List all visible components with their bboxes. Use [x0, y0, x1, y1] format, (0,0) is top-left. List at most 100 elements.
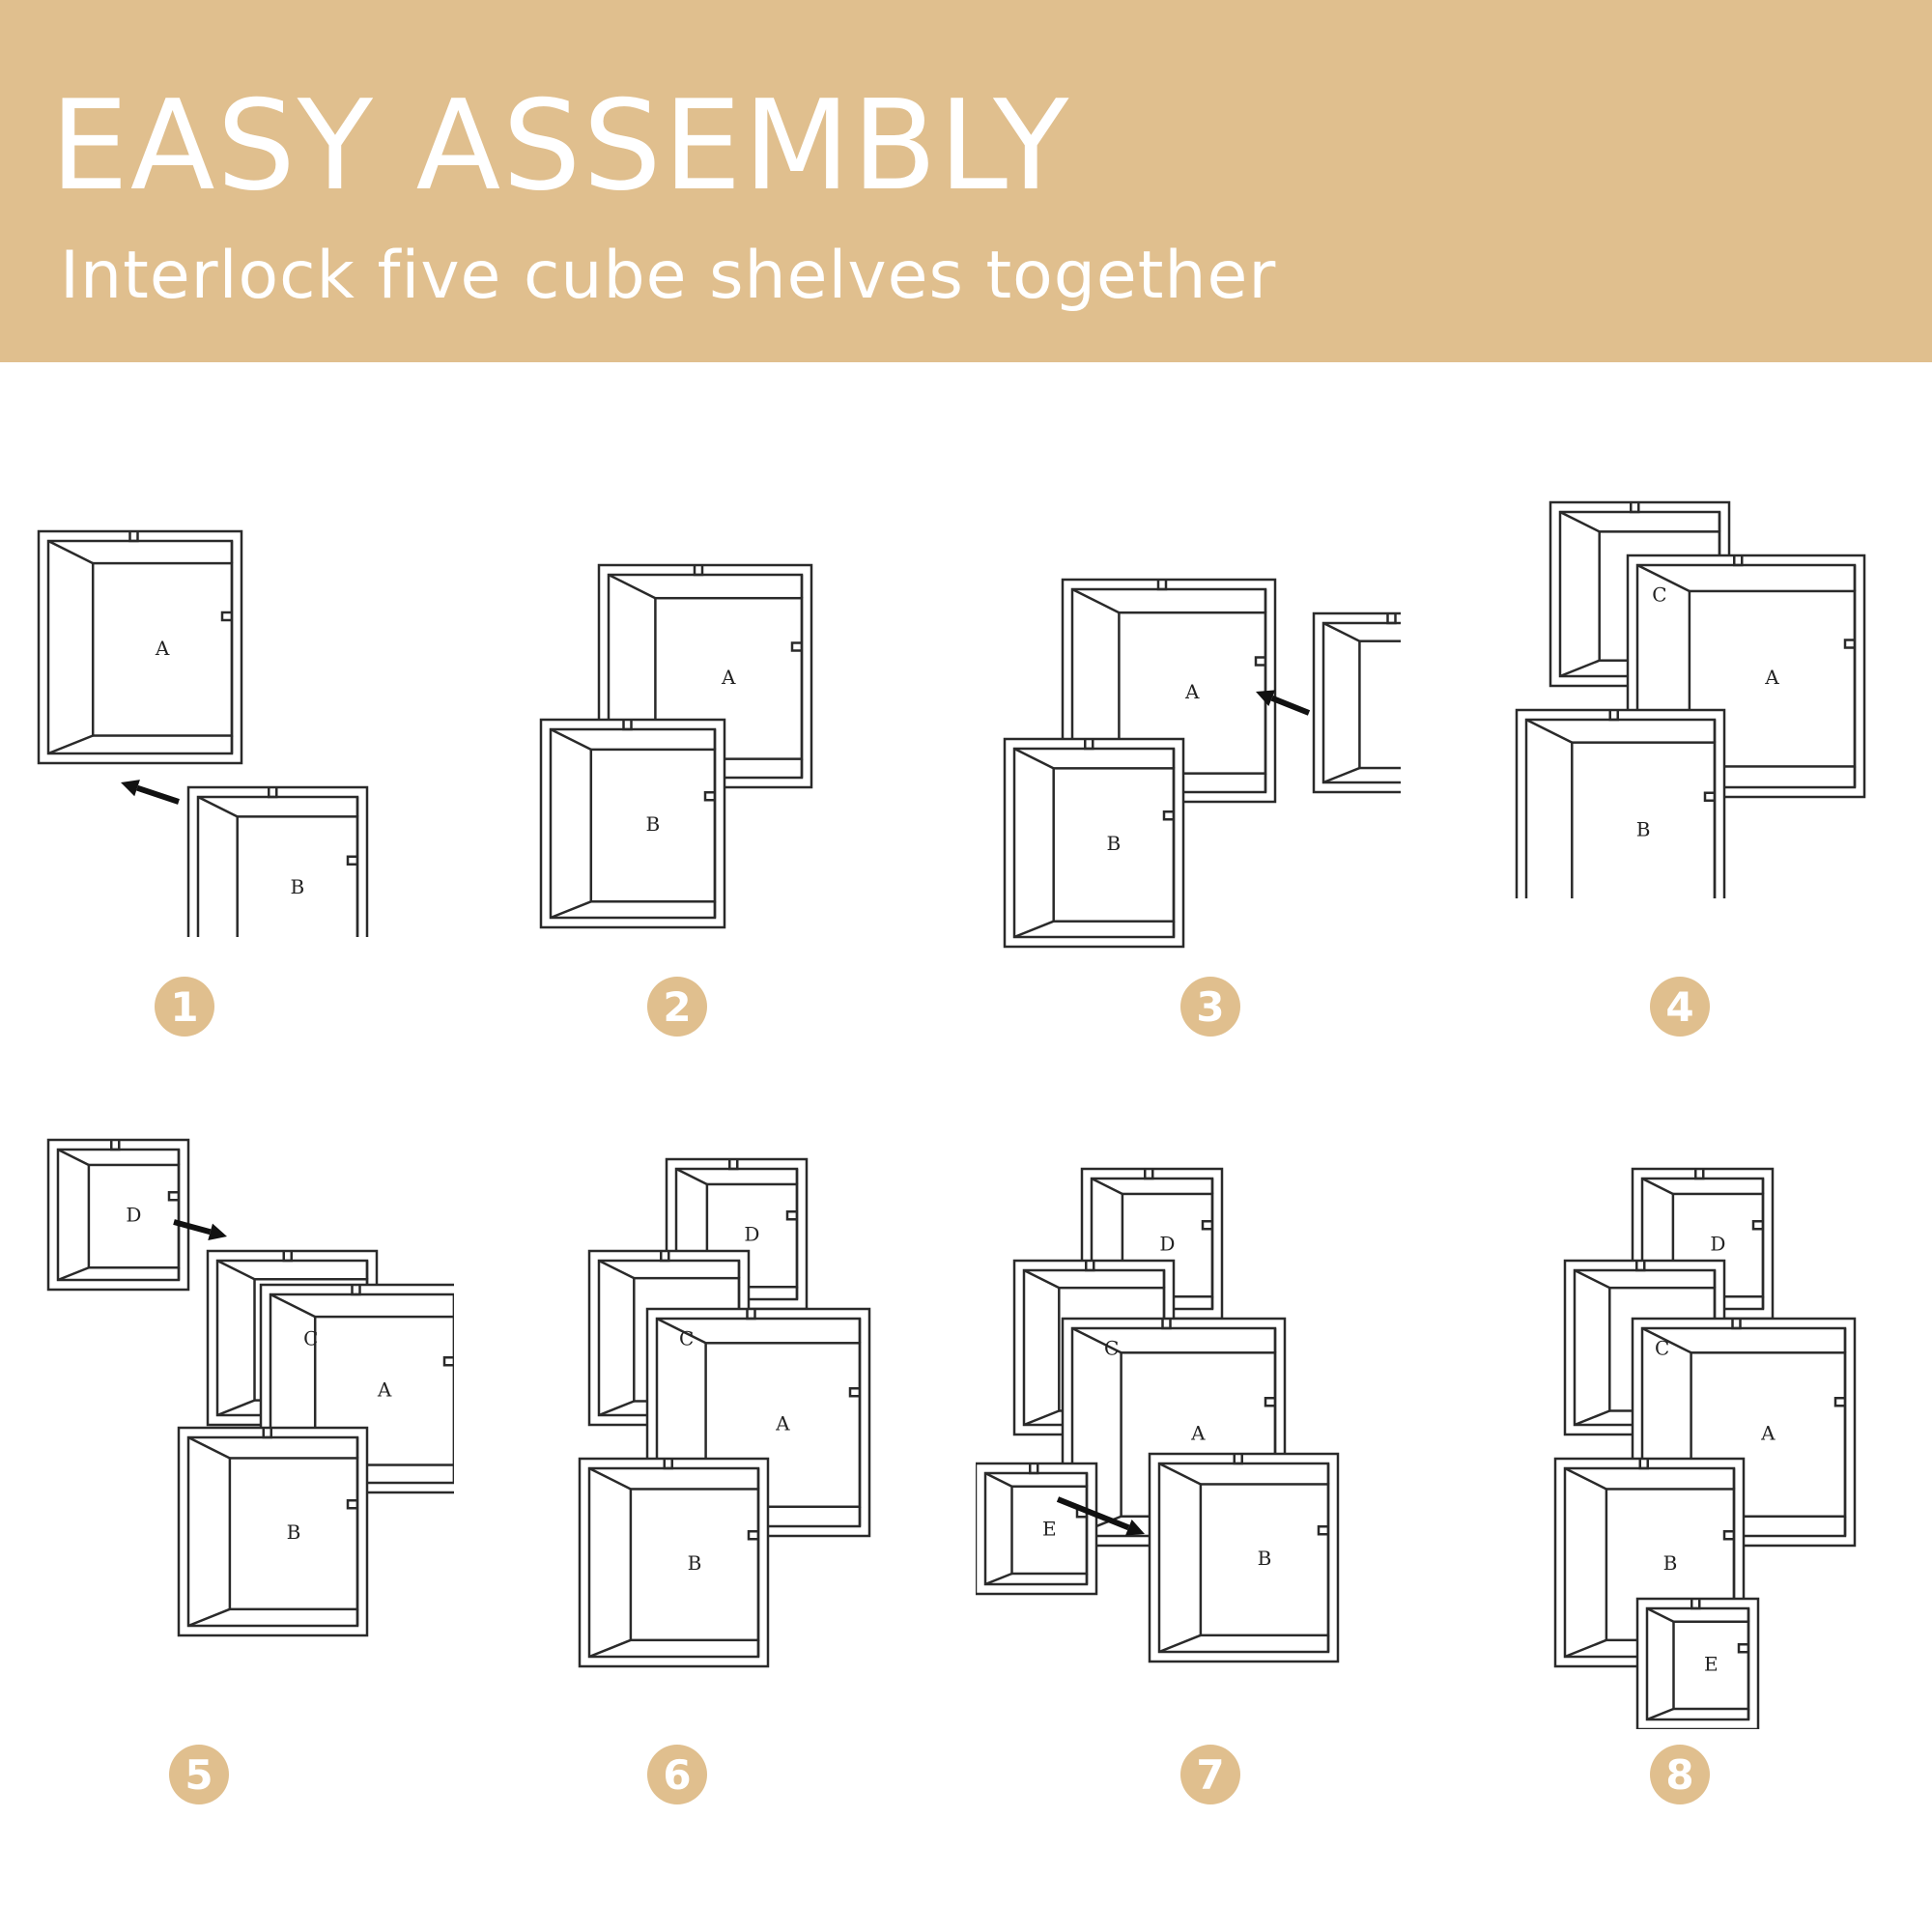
cube-outer-frame: [539, 718, 726, 929]
cube-notch: [167, 1191, 179, 1202]
cube-notch: [1751, 1220, 1763, 1231]
page-title: EASY ASSEMBLY: [50, 74, 1071, 218]
cube-notch: [1703, 791, 1715, 802]
step-5-arrow-0: [173, 1219, 227, 1240]
cube-notch: [1733, 555, 1744, 567]
cube-notch: [848, 1387, 860, 1398]
cube-notch: [351, 1285, 361, 1296]
cube-depth-edge: [1641, 1326, 1692, 1354]
cube-depth-edge: [1158, 1634, 1202, 1654]
cube-notch: [1233, 1454, 1243, 1465]
step-5-cubes: [46, 1138, 454, 1637]
arrow-shaft: [173, 1219, 212, 1236]
cube-depth-edge: [1071, 1326, 1122, 1354]
cube-back-panel: [629, 1488, 760, 1642]
cube-depth-edge: [216, 1399, 255, 1417]
cube-notch: [1690, 1599, 1701, 1610]
cube-depth-edge: [1023, 1409, 1060, 1427]
cube-depth-edge: [47, 734, 94, 755]
cube-depth-edge: [47, 539, 94, 565]
cube-depth-edge: [1564, 1466, 1607, 1491]
cube-depth-edge: [1559, 510, 1601, 533]
cube-back-panel: [1672, 1620, 1750, 1711]
step-5-labels: D C A B: [126, 1204, 391, 1545]
cube-notch: [1694, 1169, 1705, 1180]
step-1-labels: AB: [155, 637, 304, 898]
step-3-labels: ABC: [1106, 680, 1199, 855]
arrow-head: [121, 780, 140, 797]
cube-outer-frame: [1515, 708, 1726, 898]
step-5-cube-label: C: [303, 1326, 318, 1350]
step-7-cube-4: [1148, 1452, 1340, 1663]
cube-depth-edge: [598, 1259, 635, 1280]
step-5-cube-label: B: [287, 1520, 301, 1544]
cube-back-panel: [589, 748, 717, 903]
cube-notch: [1161, 1319, 1172, 1330]
cube-outer-frame: [578, 1457, 770, 1668]
cube-depth-edge: [187, 1435, 231, 1460]
cube-notch: [1386, 613, 1397, 625]
step-8-cube-label: C: [1655, 1336, 1669, 1359]
step-4-cube-label: C: [1652, 583, 1666, 607]
cube-depth-edge: [1322, 621, 1360, 642]
step-1-badge: 1: [155, 977, 214, 1037]
step-1-cube-label: B: [290, 875, 304, 898]
step-6-cube-label: D: [744, 1223, 759, 1246]
step-1-diagram: AB: [37, 529, 369, 937]
cube-depth-edge: [1525, 718, 1573, 744]
step-1-cubes: [37, 529, 369, 937]
step-8-cube-3: [1553, 1457, 1746, 1668]
step-4-labels: CAB: [1636, 583, 1779, 841]
cube-notch: [790, 641, 802, 652]
cube-outer-frame: [37, 529, 243, 765]
cube-back-panel: [704, 1342, 862, 1509]
arrow-head: [208, 1223, 227, 1240]
step-4-cubes: [1515, 500, 1866, 898]
cube-depth-edge: [588, 1466, 632, 1491]
cube-notch: [346, 1499, 357, 1510]
step-8-cube-4: [1635, 1597, 1760, 1729]
step-6-cubes: [578, 1157, 871, 1668]
arrow-shaft: [1056, 1496, 1130, 1531]
cube-back-panel: [1199, 1483, 1330, 1637]
step-3-cube-1: [1003, 737, 1185, 949]
cube-depth-edge: [1646, 1707, 1674, 1721]
cube-depth-edge: [1322, 766, 1360, 784]
cube-notch: [1254, 656, 1265, 667]
step-2-cube-label: A: [721, 666, 736, 689]
cube-notch: [622, 720, 633, 731]
step-5-cube-label: A: [377, 1378, 392, 1401]
step-1-cube-label: A: [155, 637, 170, 660]
cube-notch: [128, 531, 139, 543]
cube-notch: [746, 1309, 756, 1321]
step-5-diagram: D C A B: [46, 1138, 454, 1637]
arrow-shaft: [136, 784, 180, 805]
cube-notch: [262, 1428, 272, 1439]
cube-back-panel: [87, 1163, 181, 1269]
cube-notch: [1843, 639, 1855, 649]
cube-back-panel: [91, 561, 234, 737]
cube-notch: [785, 1210, 797, 1221]
cube-depth-edge: [1013, 747, 1055, 770]
cube-depth-edge: [1158, 1462, 1202, 1486]
step-6-cube-label: B: [688, 1551, 702, 1575]
cube-depth-edge: [1564, 1638, 1607, 1659]
cube-back-panel: [654, 596, 804, 760]
cube-notch: [1317, 1525, 1328, 1536]
step-5-cube-label: D: [126, 1204, 141, 1227]
step-5-arrows: [173, 1219, 227, 1240]
step-2-diagram: AB: [539, 563, 813, 929]
cube-notch: [1608, 710, 1619, 722]
arrow-head: [1256, 690, 1276, 707]
cube-depth-edge: [984, 1471, 1013, 1488]
cube-depth-edge: [1574, 1268, 1610, 1290]
cube-depth-edge: [57, 1266, 90, 1282]
cube-notch: [1156, 580, 1168, 591]
cube-notch: [1737, 1643, 1748, 1654]
page-subtitle: Interlock five cube shelves together: [60, 238, 1277, 314]
